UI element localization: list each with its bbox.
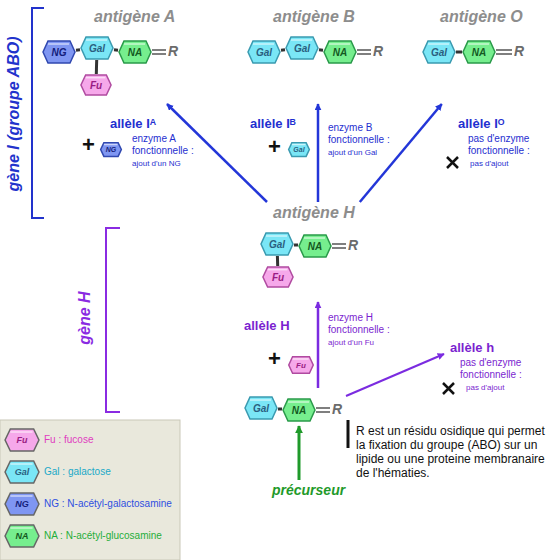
residue-name: NG (42, 40, 76, 64)
enzyme-note: pas d'ajout (470, 159, 540, 169)
enzyme-text: enzyme B fonctionnelle : (328, 122, 400, 146)
enzyme-note: ajout d'un Gal (328, 148, 408, 158)
swatch-text: Gal (4, 466, 40, 478)
glycosidic-bond (76, 48, 80, 51)
allele-label: allèle h (450, 340, 494, 355)
sugar-residue: NA (462, 40, 496, 64)
residue-name: Fu (80, 74, 112, 96)
allele-h-arrow (346, 354, 444, 396)
sugar-residue: Fu (288, 356, 314, 374)
sugar-residue: NA (298, 234, 332, 258)
antigen-title: antigène O (440, 8, 523, 26)
pathway-arrow (317, 104, 320, 202)
plus-sign: + (268, 136, 281, 158)
no-addition-cross (443, 157, 458, 394)
residue-r: R (373, 43, 383, 59)
sugar-residue: Gal (80, 36, 114, 60)
precursor-pointer (298, 426, 301, 480)
glycosidic-bond (276, 256, 279, 266)
sugar-residue: Fu (80, 74, 112, 96)
glycosidic-bond (456, 51, 462, 54)
sugar-residue: Gal (422, 40, 456, 64)
residue-name: Gal (247, 40, 281, 64)
enzyme-text: enzyme H fonctionnelle : (328, 312, 400, 336)
sugar-residue: Gal (247, 40, 281, 64)
enzyme-text: enzyme A fonctionnelle : (132, 133, 202, 157)
residue-name: Gal (260, 232, 294, 256)
pathway-arrow (167, 104, 267, 202)
glycosidic-bond (95, 60, 98, 74)
glycosidic-bond (319, 48, 323, 51)
residue-r: R (332, 401, 342, 417)
enzyme-note: pas d'ajout (466, 383, 536, 393)
residue-name: NA (118, 40, 152, 64)
sugar-residue: Gal (288, 142, 310, 157)
sugar-residue: Gal (244, 396, 278, 420)
residue-name: NA (323, 40, 357, 64)
sugar-residue: NG (100, 142, 122, 157)
plus-sign: + (268, 348, 281, 370)
molecule-group: antigène H GalNAFu (238, 202, 398, 302)
residue-r: R (348, 237, 358, 253)
enzyme-text: pas d'enzyme fonctionnelle : (460, 357, 546, 381)
residue-name: Fu (288, 356, 314, 374)
swatch-text: NA (4, 530, 40, 542)
glycosidic-bond (294, 243, 298, 246)
allele-label: allèle H (244, 318, 290, 333)
residue-name: Gal (80, 36, 114, 60)
glycosidic-bond (278, 407, 282, 410)
residue-name: Fu (262, 266, 294, 288)
residue-name: NA (298, 234, 332, 258)
enzyme-text: pas d'enzyme fonctionnelle : (468, 133, 548, 157)
pathway-arrow (360, 104, 442, 202)
residue-name: Gal (244, 396, 278, 420)
sugar-residue: NG (42, 40, 76, 64)
residue-name: NG (100, 142, 122, 157)
glycosidic-bond (281, 48, 285, 51)
legend-text: NG : N-acétyl-galactosamine (44, 498, 178, 510)
swatch-text: NG (4, 498, 40, 510)
enzyme-note: ajout d'un NG (132, 159, 212, 169)
legend-panel (0, 420, 180, 560)
residue-name: Gal (285, 36, 319, 60)
antigen-title: antigène A (94, 8, 175, 26)
sugar-residue: Fu (262, 266, 294, 288)
residue-name: NA (282, 398, 316, 422)
sugar-residue: NA (118, 40, 152, 64)
legend-text: Fu : fucose (44, 434, 178, 446)
residue-r: R (168, 43, 178, 59)
allele-label: allèle Iᴬ (110, 116, 156, 131)
sugar-residue: NA (282, 398, 316, 422)
plus-sign: + (82, 134, 95, 156)
sugar-residue: Gal (260, 232, 294, 256)
residue-name: Gal (288, 142, 310, 157)
molecule-group: antigène O GalNA (418, 8, 546, 104)
antigen-title: antigène B (273, 8, 355, 26)
gene-bracket (32, 8, 44, 218)
gene-bracket (106, 228, 120, 412)
sugar-residue: NA (323, 40, 357, 64)
residue-r: R (514, 43, 524, 59)
swatch-text: Fu (4, 434, 40, 446)
allele-label: allèle Iᴮ (250, 116, 296, 131)
glycosidic-bond (114, 48, 118, 51)
enzyme-note: ajout d'un Fu (328, 338, 408, 348)
leader-line (347, 420, 350, 448)
residue-name: NA (462, 40, 496, 64)
allele-label: allèle Iᴼ (458, 116, 505, 131)
precursor-label: précurseur (272, 482, 345, 498)
gene-label: gène I (groupe ABO) (4, 24, 24, 204)
gene-label: gène H (75, 268, 95, 368)
antigen-title: antigène H (273, 204, 355, 222)
residue-name: Gal (422, 40, 456, 64)
legend-text: NA : N-acétyl-glucosamine (44, 530, 178, 542)
sugar-residue: Gal (285, 36, 319, 60)
legend-text: Gal : galactose (44, 466, 178, 478)
note-text: R est un résidu osidique qui permet la f… (356, 424, 548, 480)
pathway-arrow (317, 302, 320, 388)
molecule-group: antigène BGalGalNA (243, 8, 393, 104)
r-chain (152, 50, 512, 412)
